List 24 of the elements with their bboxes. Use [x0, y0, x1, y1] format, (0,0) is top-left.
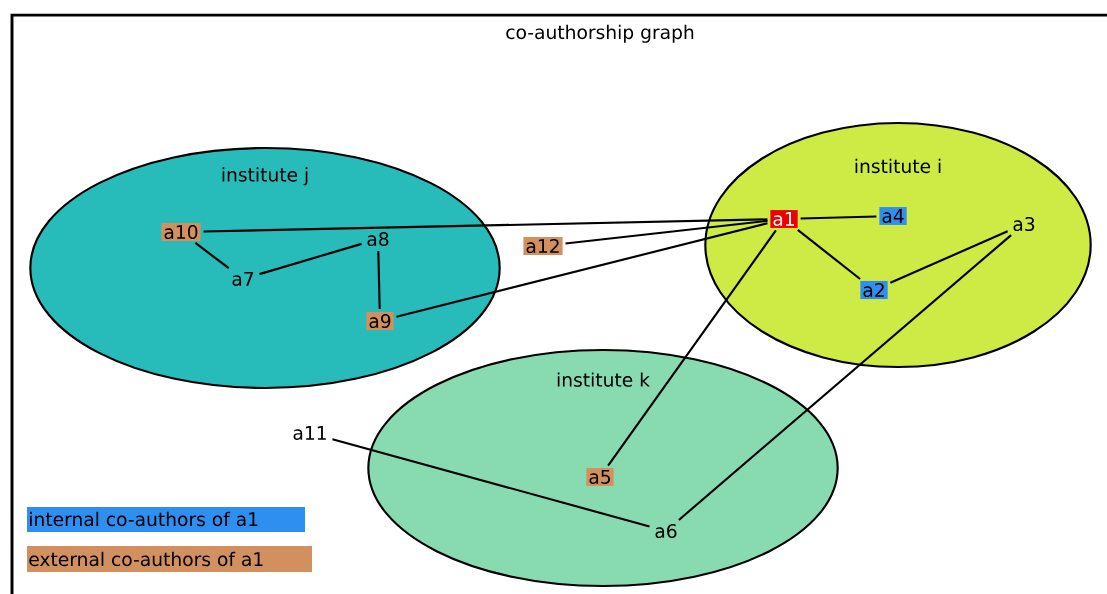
author-label: a12 — [523, 236, 563, 256]
edge-line — [203, 218, 768, 233]
author-label: a4 — [879, 207, 907, 225]
edge-line — [800, 215, 877, 220]
author-label: a6 — [655, 523, 677, 539]
legend-item: external co-authors of a1 — [27, 546, 312, 572]
edge-line — [565, 219, 768, 245]
edge-line — [607, 229, 777, 467]
edge-line — [678, 234, 1012, 521]
edge-line — [377, 250, 381, 310]
edge-line — [194, 242, 230, 270]
author-label: a11 — [293, 426, 326, 440]
edge-line — [332, 438, 650, 528]
author-label: a8 — [367, 231, 389, 247]
legend-item: internal co-authors of a1 — [27, 507, 305, 532]
title: co-authorship graph — [506, 24, 694, 43]
edge-line — [797, 229, 861, 280]
author-label: a5 — [586, 468, 614, 486]
author-label: a3 — [1013, 216, 1035, 232]
edge-line — [889, 230, 1009, 284]
author-label: a7 — [232, 272, 254, 286]
edge-line — [259, 242, 362, 276]
author-label: a1 — [770, 210, 798, 228]
edge-line — [396, 222, 768, 318]
